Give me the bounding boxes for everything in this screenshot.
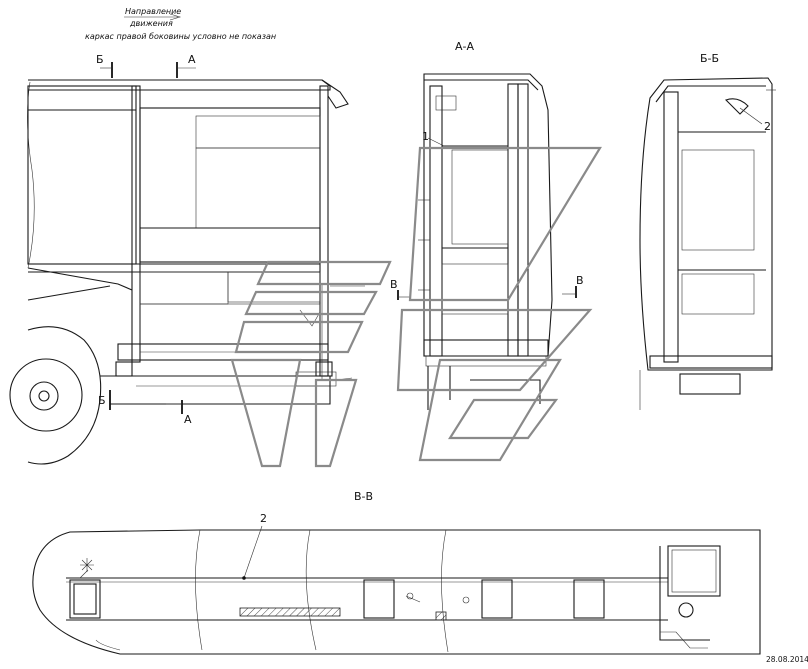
wm-stripe-5 xyxy=(396,308,593,392)
vv-tube-1-inner xyxy=(73,583,97,615)
lower-box-1 xyxy=(139,271,229,305)
aa-top-box xyxy=(435,95,457,111)
window-frame xyxy=(139,107,321,263)
aa-roof-inner xyxy=(424,79,539,91)
bb-floor xyxy=(649,355,773,369)
bb-panel xyxy=(681,149,755,251)
vv-hatch-2 xyxy=(435,611,447,621)
aa-right-post xyxy=(507,83,519,357)
underframe xyxy=(100,375,331,405)
wm-stripe-4 xyxy=(408,146,602,302)
callout-bb-2-leader xyxy=(739,107,763,125)
direction-label-line1: Направление xyxy=(125,7,181,16)
wm-stroke-1 xyxy=(230,358,302,468)
roof-corner xyxy=(321,79,349,109)
wheel-arch xyxy=(27,326,102,465)
vv-tube-3 xyxy=(481,579,513,619)
vv-bolt-2 xyxy=(462,596,470,604)
cut-mark-b-bottom: Б xyxy=(98,394,106,407)
section-aa: А-А 1 В В xyxy=(390,40,584,410)
vv-bracket xyxy=(660,631,708,649)
lower-box-3 xyxy=(139,303,321,345)
wm-stripe-6 xyxy=(418,358,562,462)
callout-vv-2-dot xyxy=(242,576,246,580)
aa-panel xyxy=(451,149,509,245)
bb-lower-panel xyxy=(681,273,755,315)
vv-weld-mark xyxy=(80,558,94,572)
floor-bracket-1 xyxy=(115,361,133,377)
callout-bb-2: 2 xyxy=(764,120,771,133)
header-notes: Направление движения каркас правой боков… xyxy=(85,7,276,41)
wm-stripe-3 xyxy=(234,320,364,354)
wm-stroke-2 xyxy=(314,378,358,468)
cut-mark-v-left: В xyxy=(390,278,398,291)
cut-mark-b-top: Б xyxy=(96,53,104,66)
v-marker xyxy=(299,309,321,327)
vv-tube-4 xyxy=(573,579,605,619)
wheel-center xyxy=(38,390,50,402)
callout-vv-2: 2 xyxy=(260,512,267,525)
vv-corner-box xyxy=(667,545,721,597)
bb-roof-inner xyxy=(655,85,766,103)
wm-stripe-2 xyxy=(244,290,378,316)
vv-outline xyxy=(32,529,761,655)
vv-curve xyxy=(95,639,121,651)
wm-stripe-7 xyxy=(448,398,559,440)
vv-break-1 xyxy=(195,529,203,651)
frame-note: каркас правой боковины условно не показа… xyxy=(85,32,276,41)
section-aa-title: А-А xyxy=(455,40,474,53)
cut-mark-v-right: В xyxy=(576,274,584,287)
post-2 xyxy=(319,85,329,377)
aa-right-post-2 xyxy=(517,83,529,357)
wheel-rim xyxy=(9,358,83,432)
bb-detail-2 xyxy=(724,98,749,115)
vv-hatch-1 xyxy=(239,607,341,617)
section-vv: В-В 2 xyxy=(32,490,761,655)
callout-vv-2-leader xyxy=(243,525,263,579)
vv-tube-1 xyxy=(69,579,101,619)
vv-bolt-1-stem xyxy=(405,595,421,603)
vv-hole xyxy=(678,602,694,618)
aa-left-post xyxy=(429,85,443,357)
bb-under-box xyxy=(679,373,741,395)
direction-arrow-head xyxy=(169,13,182,21)
section-bb: Б-Б 2 xyxy=(639,52,776,410)
window-upper xyxy=(195,115,321,149)
aa-chassis xyxy=(427,366,541,410)
direction-label-line2: движения xyxy=(129,19,173,28)
lower-box-2 xyxy=(227,271,321,303)
callout-aa-1: 1 xyxy=(422,130,429,143)
vv-corner-frame xyxy=(659,546,710,641)
left-panel xyxy=(27,85,137,265)
date-stamp: 28.08.2014 xyxy=(766,655,808,664)
cut-mark-a-bottom: А xyxy=(184,413,192,426)
roof-outline xyxy=(28,79,331,91)
callout-aa-1-leader xyxy=(427,137,445,147)
section-vv-title: В-В xyxy=(354,490,373,503)
vv-tube-2 xyxy=(363,579,395,619)
cut-mark-a-top: А xyxy=(188,53,196,66)
aa-floor xyxy=(423,339,549,357)
window-lower xyxy=(195,147,321,229)
side-view: Б А xyxy=(9,53,365,465)
wm-stripe-1 xyxy=(256,260,392,286)
diagonal-brace xyxy=(27,267,133,291)
bb-left-post xyxy=(663,91,679,363)
vv-bolt-1 xyxy=(406,592,414,600)
watermark-logo xyxy=(230,146,602,468)
floor-bracket-2 xyxy=(315,361,333,377)
vv-break-2 xyxy=(305,529,317,651)
aa-lower-panel xyxy=(441,263,509,315)
vv-break-3 xyxy=(441,529,449,653)
vv-weld-leader xyxy=(79,569,89,579)
wheel-hub xyxy=(29,381,59,411)
diagonal-brace-2 xyxy=(27,285,111,301)
vv-corner-inner xyxy=(671,549,717,593)
section-bb-title: Б-Б xyxy=(700,52,719,65)
bb-outline xyxy=(639,77,773,371)
